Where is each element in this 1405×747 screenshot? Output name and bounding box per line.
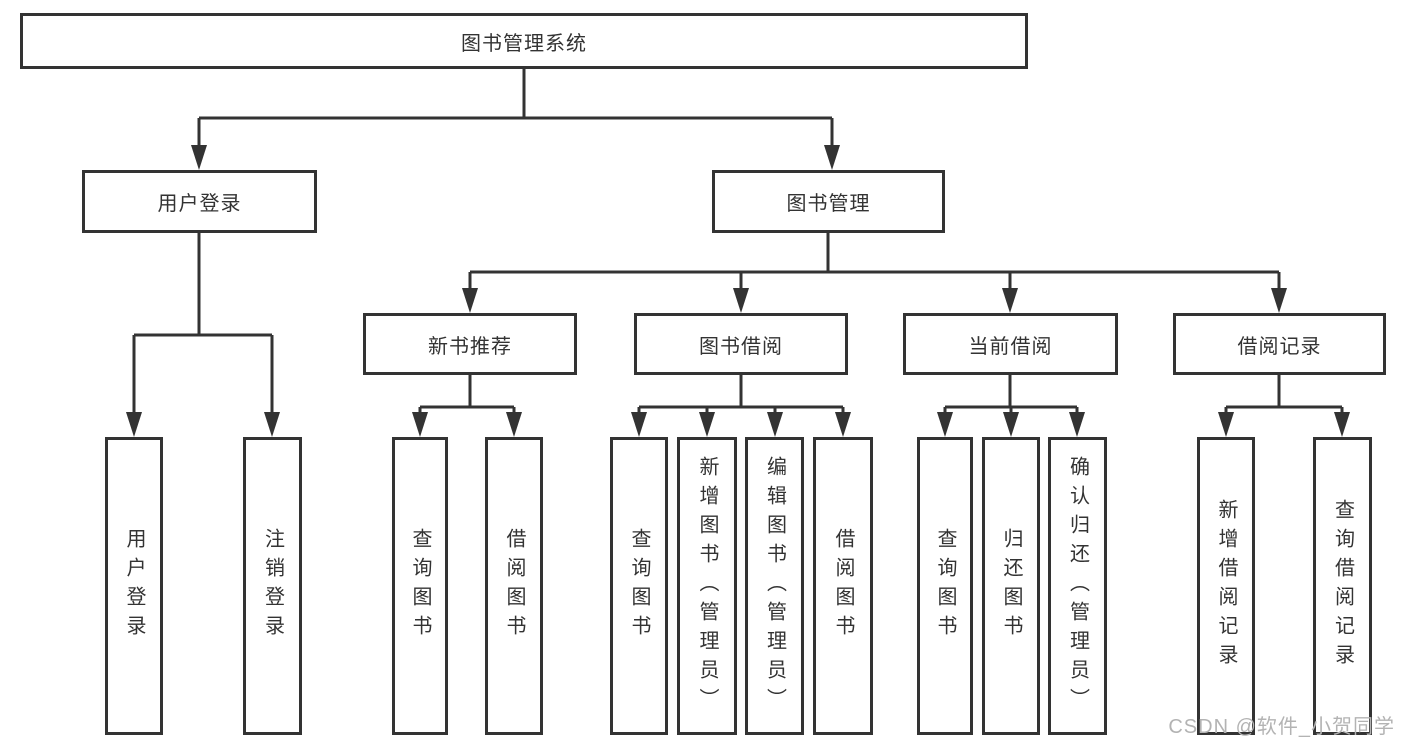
leaf-user-login-label: 用户登录 xyxy=(123,528,145,644)
leaf-add-book-admin: 新增图书（管理员） xyxy=(677,437,737,735)
node-new-book-recommend-label: 新书推荐 xyxy=(428,335,512,358)
node-user-login-group-label: 用户登录 xyxy=(157,193,242,215)
leaf-borrow-books-recommend-label: 借阅图书 xyxy=(503,528,525,644)
leaf-add-book-admin-label: 新增图书（管理员） xyxy=(696,455,718,717)
leaf-add-borrow-record-label: 新增借阅记录 xyxy=(1215,499,1237,673)
leaf-borrow-books-recommend: 借阅图书 xyxy=(485,437,543,735)
leaf-edit-book-admin-label: 编辑图书（管理员） xyxy=(763,455,786,717)
node-current-borrow: 当前借阅 xyxy=(903,313,1118,375)
node-root: 图书管理系统 xyxy=(20,13,1028,69)
node-borrow-records: 借阅记录 xyxy=(1173,313,1386,375)
leaf-user-login: 用户登录 xyxy=(105,437,163,735)
leaf-query-borrow-record: 查询借阅记录 xyxy=(1313,437,1372,735)
leaf-borrow-books-label: 借阅图书 xyxy=(832,528,854,644)
node-current-borrow-label: 当前借阅 xyxy=(968,335,1053,358)
leaf-query-borrow-record-label: 查询借阅记录 xyxy=(1331,499,1354,673)
leaf-query-books-recommend: 查询图书 xyxy=(392,437,448,735)
leaf-confirm-return-admin-label: 确认归还（管理员） xyxy=(1066,455,1089,717)
leaf-borrow-books: 借阅图书 xyxy=(813,437,873,735)
leaf-query-books-recommend-label: 查询图书 xyxy=(409,528,431,644)
node-new-book-recommend: 新书推荐 xyxy=(363,313,577,375)
csdn-watermark: CSDN @软件_小贺同学 xyxy=(1168,716,1395,738)
leaf-query-books-borrow: 查询图书 xyxy=(610,437,668,735)
node-borrow-records-label: 借阅记录 xyxy=(1237,335,1322,358)
node-book-borrow: 图书借阅 xyxy=(634,313,848,375)
leaf-edit-book-admin: 编辑图书（管理员） xyxy=(745,437,804,735)
node-root-label: 图书管理系统 xyxy=(461,32,587,55)
node-user-login-group: 用户登录 xyxy=(82,170,317,233)
leaf-query-books-borrow-label: 查询图书 xyxy=(628,528,650,644)
arrowheads xyxy=(126,145,1350,437)
leaf-confirm-return-admin: 确认归还（管理员） xyxy=(1048,437,1107,735)
leaf-query-books-current-label: 查询图书 xyxy=(934,528,956,644)
node-book-borrow-label: 图书借阅 xyxy=(699,335,783,358)
leaf-logout-label: 注销登录 xyxy=(261,528,284,644)
node-book-management: 图书管理 xyxy=(712,170,945,233)
leaf-return-book-label: 归还图书 xyxy=(1000,528,1022,644)
leaf-query-books-current: 查询图书 xyxy=(917,437,973,735)
leaf-logout: 注销登录 xyxy=(243,437,302,735)
node-book-management-label: 图书管理 xyxy=(786,193,871,215)
leaf-return-book: 归还图书 xyxy=(982,437,1040,735)
leaf-add-borrow-record: 新增借阅记录 xyxy=(1197,437,1255,735)
